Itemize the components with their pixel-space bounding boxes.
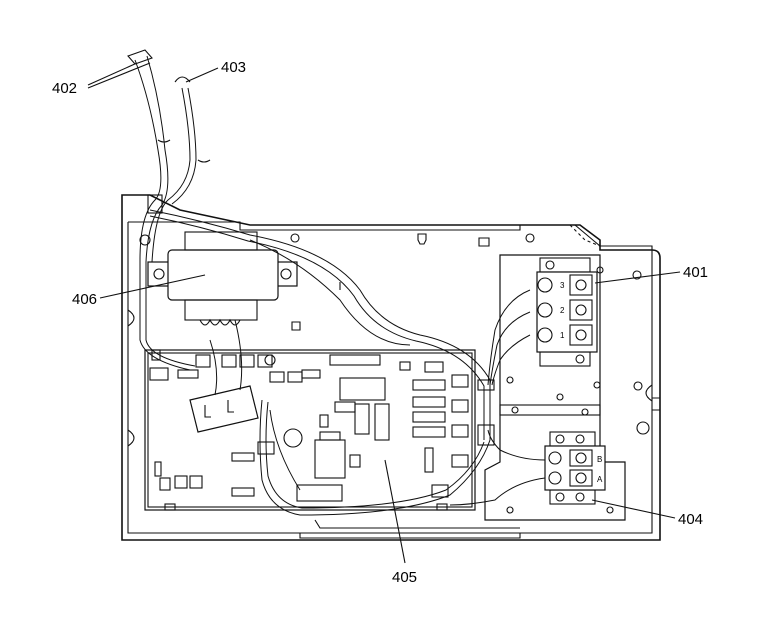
signal-terminal-block: B A xyxy=(544,431,606,505)
wire-harness xyxy=(127,49,546,516)
cabinet-outline xyxy=(121,194,661,541)
pcb-connectors xyxy=(149,354,449,498)
callout-402: 402 xyxy=(52,80,77,97)
power-terminal-block: 3 2 1 xyxy=(536,257,598,367)
terminal-label-3: 3 xyxy=(560,281,565,290)
terminal-label-1: 1 xyxy=(560,331,565,340)
callout-405: 405 xyxy=(392,569,417,586)
terminal-label-2: 2 xyxy=(560,306,565,315)
control-pcb xyxy=(144,349,476,511)
callout-404: 404 xyxy=(678,511,703,528)
terminal-label-b: B xyxy=(597,455,602,464)
callout-406: 406 xyxy=(72,291,97,308)
connector-clip xyxy=(189,385,259,433)
callout-403: 403 xyxy=(221,59,246,76)
reactor-component xyxy=(147,231,298,326)
leader-lines xyxy=(87,62,681,564)
terminal-label-a: A xyxy=(597,475,603,484)
callout-401: 401 xyxy=(683,264,708,281)
